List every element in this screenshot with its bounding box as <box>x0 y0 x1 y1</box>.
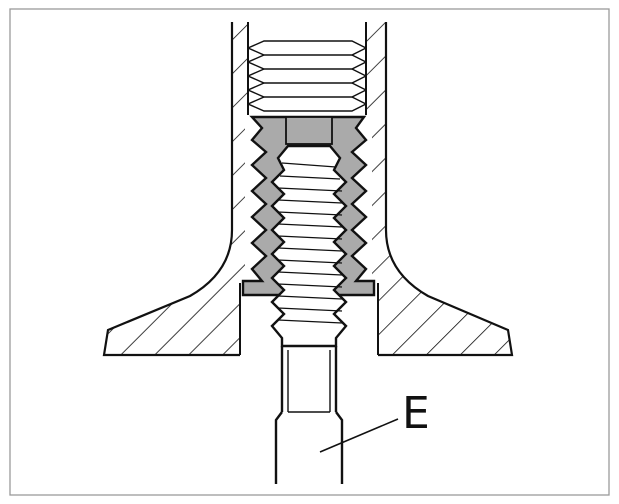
housing-left-section <box>102 22 248 357</box>
stud-shank <box>274 346 344 484</box>
callout-leader-line <box>319 418 399 453</box>
upper-internal-threads <box>247 40 367 112</box>
callout-e-label: E <box>402 388 430 439</box>
callout-e: E <box>319 388 430 453</box>
housing-right-section <box>366 22 514 357</box>
threaded-stud <box>270 144 348 348</box>
bore-outline <box>239 22 379 355</box>
figure-frame <box>9 8 610 496</box>
